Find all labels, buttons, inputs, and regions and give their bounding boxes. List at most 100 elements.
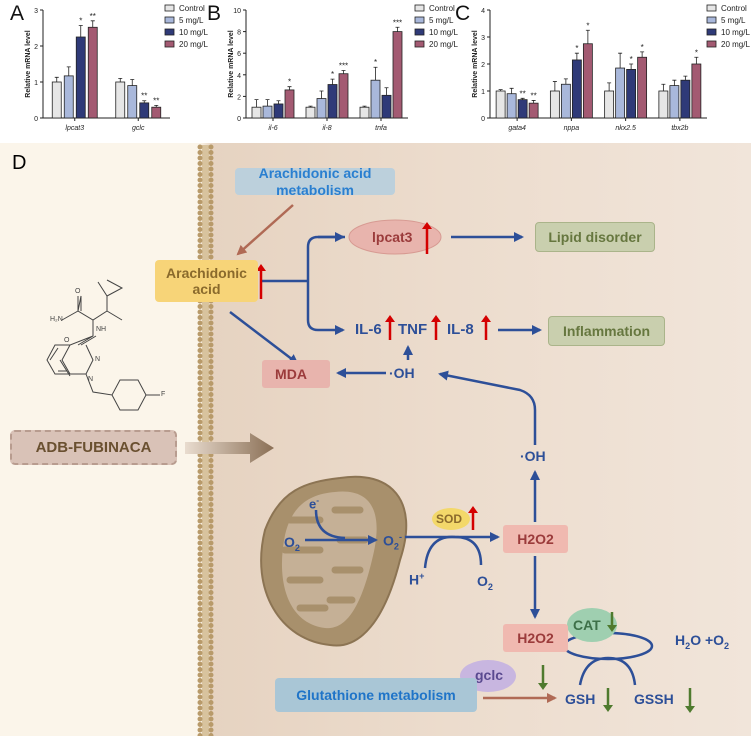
lipid-head xyxy=(197,711,203,716)
lipid-head xyxy=(208,194,214,199)
lipid-head xyxy=(208,320,214,326)
lipid-head xyxy=(208,392,214,397)
lipid-head xyxy=(197,612,203,617)
lipid-head xyxy=(208,397,214,403)
lipid-head xyxy=(208,694,214,700)
error-bar xyxy=(265,99,270,107)
lipid-head xyxy=(197,705,203,711)
legend-label: 5 mg/L xyxy=(721,16,746,25)
lipid-head xyxy=(208,474,214,480)
error-bar xyxy=(319,90,324,99)
proton-charge: + xyxy=(419,571,425,581)
lipid-head xyxy=(208,645,214,650)
lipid-head xyxy=(208,326,214,331)
panel-letter-d: D xyxy=(12,152,27,174)
legend-label: 5 mg/L xyxy=(179,16,204,25)
lipid-head xyxy=(197,518,203,524)
lipid-head xyxy=(197,496,203,502)
error-bar xyxy=(683,75,688,81)
lipid-head xyxy=(197,419,203,425)
lipid-head xyxy=(197,733,203,736)
error-bar xyxy=(395,26,400,32)
lipid-head xyxy=(197,227,203,232)
lipid-head xyxy=(197,463,203,469)
mda-box: MDA xyxy=(262,360,330,388)
lipid-head xyxy=(208,155,214,161)
adb-fubinaca-structure xyxy=(46,279,160,411)
atom-nh2: H₂N xyxy=(50,316,63,323)
lipid-head xyxy=(208,463,214,469)
lipid-head xyxy=(197,199,203,205)
error-bar xyxy=(308,105,313,108)
lipid-head xyxy=(208,315,214,320)
lipid-head xyxy=(208,403,214,408)
lipid-head xyxy=(208,243,214,249)
lipid-head xyxy=(208,221,214,227)
oxygen-subscript: 2 xyxy=(487,581,493,592)
y-tick-label: 6 xyxy=(237,51,241,58)
lipid-head xyxy=(208,595,214,601)
atom-o: O xyxy=(64,337,70,344)
lipid-head xyxy=(197,573,203,579)
lipid-head xyxy=(197,568,203,573)
lipid-head xyxy=(208,639,214,645)
sod-node xyxy=(432,508,470,530)
lipid-head xyxy=(197,205,203,210)
arrow-aa-metabolism xyxy=(236,204,294,256)
y-tick-label: 3 xyxy=(481,35,485,42)
up-arrow-icon xyxy=(468,506,478,513)
lipid-head xyxy=(208,353,214,359)
lipid-head xyxy=(197,337,203,342)
up-arrow-icon xyxy=(422,222,432,229)
lipid-head xyxy=(208,727,214,733)
electron-label: e- xyxy=(309,496,319,511)
error-bar xyxy=(373,66,378,81)
glutathione-cycle-arc xyxy=(578,656,637,686)
y-tick-label: 2 xyxy=(237,94,241,101)
atom-nh: NH xyxy=(96,326,107,333)
error-bar xyxy=(498,89,503,91)
y-tick-label: 0 xyxy=(237,116,241,123)
lipid-head xyxy=(197,667,203,672)
x-tick-label: gata4 xyxy=(508,125,526,132)
lipid-head xyxy=(197,309,203,315)
y-tick-label: 0 xyxy=(481,116,485,123)
lipid-head xyxy=(197,579,203,584)
lipid-head xyxy=(208,480,214,485)
down-arrow-icon xyxy=(538,683,548,690)
x-tick-label: lpcat3 xyxy=(65,125,84,132)
water-oxygen-rest: O +O xyxy=(690,632,725,648)
lipid-head xyxy=(197,414,203,419)
legend-swatch xyxy=(414,40,425,48)
lipid-head xyxy=(197,430,203,436)
lipid-head xyxy=(208,551,214,557)
error-bar xyxy=(661,83,666,91)
significance-label: *** xyxy=(393,18,402,27)
lipid-head xyxy=(197,700,203,705)
lipid-head xyxy=(208,667,214,672)
oxygen-subscript: 2 xyxy=(724,640,730,651)
lipid-head xyxy=(208,568,214,573)
lipid-head xyxy=(197,375,203,381)
lipid-head xyxy=(197,304,203,309)
lipid-head xyxy=(197,683,203,689)
legend-label: 5 mg/L xyxy=(429,16,454,25)
lipid-head xyxy=(197,408,203,414)
oxygen-symbol: O xyxy=(477,573,488,589)
lipid-head xyxy=(197,502,203,507)
lipid-head xyxy=(197,529,203,535)
lipid-head xyxy=(208,436,214,441)
lipid-head xyxy=(197,546,203,551)
lipid-head xyxy=(197,221,203,227)
aa-metabolism-box: Arachidonic acid metabolism xyxy=(235,165,395,198)
error-bar xyxy=(672,79,677,86)
error-bar xyxy=(552,81,557,91)
legend-swatch xyxy=(706,40,717,48)
lipid-head xyxy=(197,507,203,513)
lipid-head xyxy=(197,326,203,331)
lipid-head xyxy=(197,650,203,656)
significance-label: * xyxy=(288,78,291,87)
lipid-head xyxy=(208,227,214,232)
